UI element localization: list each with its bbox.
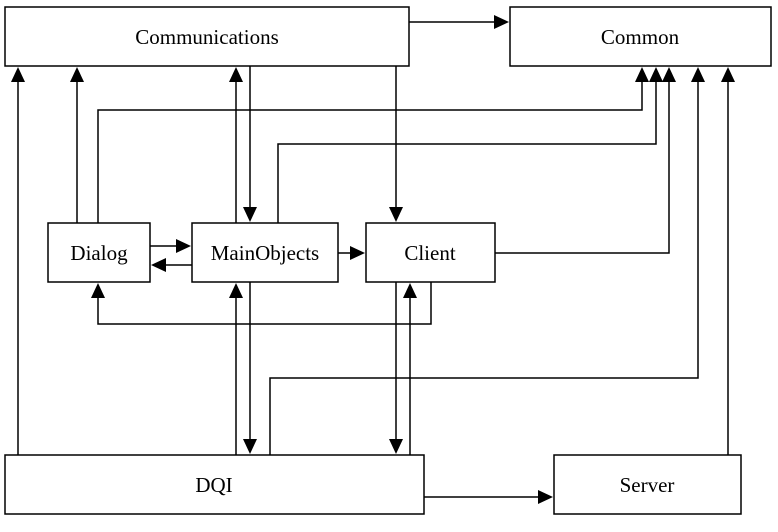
node-mainobjects-label: MainObjects [211,241,319,265]
arrowhead-client-from-dqi [403,283,417,298]
arrowhead-communications-from-dqi [11,67,25,82]
arrowhead-mainobjects-from-dqi [229,283,243,298]
arrowhead-mainobjects-from-communications [243,207,257,222]
arrowhead-client-from-communications [389,207,403,222]
arrowhead-client-from-mainobjects [350,246,365,260]
node-dqi: DQI [4,454,425,515]
node-communications: Communications [4,6,410,67]
arrowhead-common-from-dqi [691,67,705,82]
node-dqi-label: DQI [195,473,232,497]
edge-dialog-common [97,81,643,223]
arrowhead-common-from-server [721,67,735,82]
arrowhead-common-from-client [662,67,676,82]
node-server-label: Server [620,473,675,497]
arrowhead-common-from-communications [494,15,509,29]
arrowheads [11,15,735,504]
arrowhead-mainobjects-from-dialog [176,239,191,253]
arrowhead-common-from-dialog [635,67,649,82]
arrowhead-dialog-from-mainobjects [151,258,166,272]
arrowhead-dqi-from-mainobjects [243,439,257,454]
node-server: Server [553,454,742,515]
node-communications-label: Communications [135,25,279,49]
edge-client-dialog [97,282,432,325]
arrowhead-dialog-from-client [91,283,105,298]
node-client-label: Client [404,241,455,265]
node-client: Client [365,222,496,283]
edge-client-common [495,81,670,254]
arrowhead-communications-from-dialog [70,67,84,82]
node-dialog-label: Dialog [70,241,128,265]
node-dialog: Dialog [47,222,151,283]
arrowhead-dqi-from-client [389,439,403,454]
arrowhead-common-from-mainobjects [649,67,663,82]
edge-mainobjects-common [277,81,657,223]
node-common-label: Common [601,25,680,49]
arrowhead-communications-from-mainobjects [229,67,243,82]
connectors [17,21,729,498]
arrowhead-server-from-dqi [538,490,553,504]
node-common: Common [509,6,772,67]
edge-dqi-common [269,81,699,455]
node-mainobjects: MainObjects [191,222,339,283]
